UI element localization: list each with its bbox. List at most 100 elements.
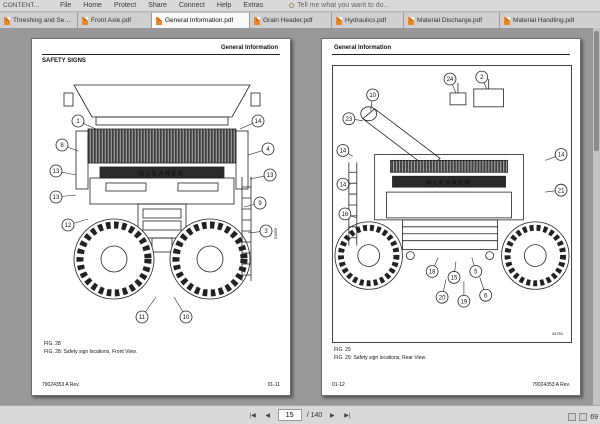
content-panel-label[interactable]: CONTENT... xyxy=(3,2,40,9)
callout-3: 3 xyxy=(247,224,273,238)
menu-extras[interactable]: Extras xyxy=(243,2,264,9)
figure-label: FIG. 28 xyxy=(44,341,61,347)
svg-text:15: 15 xyxy=(451,276,458,282)
previous-page-button[interactable]: ◀ xyxy=(265,412,271,419)
page-header: General Information xyxy=(220,45,278,51)
menu-file[interactable]: File xyxy=(60,2,72,9)
page-number-input[interactable] xyxy=(277,409,302,421)
tab-hydraulics[interactable]: Hydraulics.pdf xyxy=(332,12,404,28)
tab-label: Threshing and Separa... xyxy=(13,17,73,24)
menu-help[interactable]: Help xyxy=(216,2,232,9)
menu-protect[interactable]: Protect xyxy=(113,2,137,9)
status-bar: |◀ ◀ / 140 ▶ ▶| 69 xyxy=(0,405,600,424)
svg-text:4: 4 xyxy=(266,147,270,153)
callout-19: 19 xyxy=(457,281,471,308)
vertical-scrollbar[interactable] xyxy=(593,28,600,405)
tab-general-information[interactable]: General Information.pdf xyxy=(152,12,250,28)
svg-text:24: 24 xyxy=(447,77,454,83)
page-navigation: |◀ ◀ / 140 ▶ ▶| xyxy=(248,409,353,421)
svg-text:13: 13 xyxy=(53,195,60,201)
callout-12: 12 xyxy=(61,218,89,232)
callout-15: 15 xyxy=(447,261,461,284)
fit-width-icon[interactable] xyxy=(568,413,577,421)
callout-14: 14 xyxy=(545,148,568,161)
svg-text:6: 6 xyxy=(484,293,488,299)
menu-home[interactable]: Home xyxy=(83,2,102,9)
lightbulb-icon xyxy=(289,3,295,8)
tell-me-box[interactable]: Tell me what you want to do... xyxy=(289,2,389,9)
pdf-file-icon xyxy=(504,16,510,25)
first-page-button[interactable]: |◀ xyxy=(249,412,256,419)
pdf-file-icon xyxy=(156,16,162,25)
page-footer-part-number: 79024353 A Rev. xyxy=(42,382,80,388)
pdf-file-icon xyxy=(82,16,88,25)
menu-bar: CONTENT... File Home Protect Share Conne… xyxy=(0,0,600,12)
callout-4: 4 xyxy=(247,142,275,156)
brand-text: GLEANER xyxy=(426,180,471,187)
tab-material-handling[interactable]: Material Handling.pdf xyxy=(500,12,600,28)
page-header: General Information xyxy=(334,45,392,51)
header-rule xyxy=(332,54,570,55)
scrollbar-thumb[interactable] xyxy=(594,31,599,151)
callout-13: 13 xyxy=(49,190,77,204)
svg-text:8: 8 xyxy=(60,143,64,149)
callout-13: 13 xyxy=(249,168,277,182)
document-tab-bar: Threshing and Separa... Front Axle.pdf G… xyxy=(0,12,600,28)
pdf-file-icon xyxy=(254,16,260,25)
callout-9: 9 xyxy=(243,196,267,210)
callout-6: 6 xyxy=(479,277,493,302)
tab-front-axle[interactable]: Front Axle.pdf xyxy=(78,12,152,28)
fit-page-icon[interactable] xyxy=(579,413,588,421)
last-page-button[interactable]: ▶| xyxy=(344,412,351,419)
svg-text:2: 2 xyxy=(480,75,483,81)
svg-text:5: 5 xyxy=(474,270,478,276)
pdf-file-icon xyxy=(336,16,342,25)
page-total-label: / 140 xyxy=(306,411,323,419)
svg-text:10: 10 xyxy=(369,93,376,99)
callout-21: 21 xyxy=(545,183,568,197)
zoom-percentage[interactable]: 69 xyxy=(590,413,598,421)
svg-text:9: 9 xyxy=(258,201,262,207)
callout-18: 18 xyxy=(425,257,439,278)
tab-threshing-and-separating[interactable]: Threshing and Separa... xyxy=(0,12,78,28)
tell-me-text: Tell me what you want to do... xyxy=(297,2,390,9)
svg-text:13: 13 xyxy=(53,169,60,175)
callout-14: 14 xyxy=(336,144,353,157)
callout-16: 16 xyxy=(338,207,357,221)
svg-text:23: 23 xyxy=(346,117,353,123)
callout-14: 14 xyxy=(239,114,265,130)
callout-2: 2 xyxy=(475,70,489,90)
svg-text:14: 14 xyxy=(340,182,347,188)
tab-label: Front Axle.pdf xyxy=(91,17,132,24)
figure-code: 53859 xyxy=(273,227,278,239)
svg-text:10: 10 xyxy=(183,315,190,321)
tab-material-discharge[interactable]: Material Discharge.pdf xyxy=(404,12,500,28)
callout-23: 23 xyxy=(342,112,363,126)
callout-11: 11 xyxy=(135,296,157,324)
tab-grain-header[interactable]: Grain Header.pdf xyxy=(250,12,332,28)
page-footer-page-number: 01-11 xyxy=(267,382,280,388)
zoom-controls: 69 xyxy=(568,413,598,421)
figure-caption: FIG. 29: Safety sign locations, Rear Vie… xyxy=(334,355,427,361)
callout-1: 1 xyxy=(71,114,97,130)
svg-text:14: 14 xyxy=(340,149,347,155)
tab-label: Grain Header.pdf xyxy=(263,17,313,24)
tab-label: General Information.pdf xyxy=(165,17,234,24)
callout-10: 10 xyxy=(173,296,193,324)
next-page-button[interactable]: ▶ xyxy=(329,412,335,419)
callout-20: 20 xyxy=(435,279,449,304)
svg-text:16: 16 xyxy=(342,212,349,218)
menu-share[interactable]: Share xyxy=(148,2,167,9)
callout-14: 14 xyxy=(336,177,351,191)
svg-text:3: 3 xyxy=(264,229,268,235)
page-footer-part-number: 79024353 A Rev. xyxy=(532,382,570,388)
svg-text:18: 18 xyxy=(429,270,436,276)
tab-label: Hydraulics.pdf xyxy=(345,17,387,24)
tab-label: Material Handling.pdf xyxy=(513,17,575,24)
callout-24: 24 xyxy=(443,72,457,94)
menu-connect[interactable]: Connect xyxy=(178,2,205,9)
